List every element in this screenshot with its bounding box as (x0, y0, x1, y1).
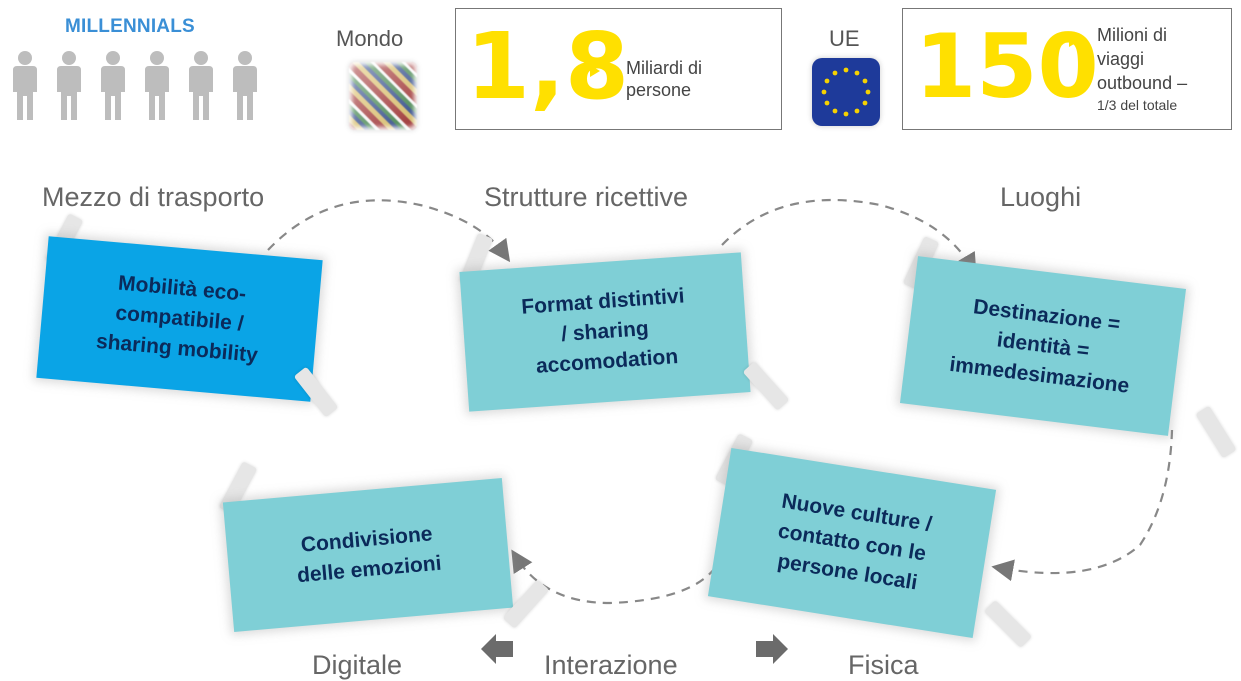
eu-flag-icon (812, 58, 880, 126)
world-flags-icon (349, 62, 417, 130)
person-icon (230, 50, 260, 122)
world-stat-value: 1,8 (466, 13, 629, 120)
eu-stat-note: 1/3 del totale (1097, 97, 1178, 113)
interaction-digital: Digitale (312, 650, 403, 680)
category-transport: Mezzo di trasporto (42, 182, 265, 212)
category-accommodation: Strutture ricettive (484, 182, 689, 212)
world-stat-box: 1,8 Miliardi di persone (455, 8, 782, 130)
category-places: Luoghi (1000, 182, 1082, 212)
arrow-accommodation-to-places (721, 199, 977, 276)
person-icon (186, 50, 216, 122)
world-stat-description: Miliardi di persone (626, 58, 703, 100)
world-label: Mondo (336, 26, 404, 51)
interaction-physical: Fisica (848, 650, 919, 680)
people-icons (10, 50, 260, 122)
arrow-places-to-cultures (991, 429, 1174, 582)
millennials-title: MILLENNIALS (65, 16, 195, 37)
eu-label: UE (829, 26, 860, 51)
triangle-arrow-icon (1069, 35, 1079, 47)
eu-stat-value: 150 (915, 15, 1099, 118)
interaction-title: Interazione (544, 650, 678, 680)
arrow-transport-to-accommodation (267, 199, 511, 263)
person-icon (142, 50, 172, 122)
person-icon (54, 50, 84, 122)
eu-stat-description: Milioni di viaggi outbound – 1/3 del tot… (1097, 25, 1188, 113)
triangle-arrow-icon (590, 65, 600, 77)
eu-stat-box: 150 Milioni di viaggi outbound – 1/3 del… (902, 8, 1232, 130)
arrow-right-icon (752, 630, 790, 673)
card-mobility: Mobilità eco-compatibile /sharing mobili… (36, 236, 323, 402)
person-icon (10, 50, 40, 122)
arrow-cultures-to-emotions (511, 549, 716, 605)
person-icon (98, 50, 128, 122)
arrow-left-icon (479, 630, 517, 673)
